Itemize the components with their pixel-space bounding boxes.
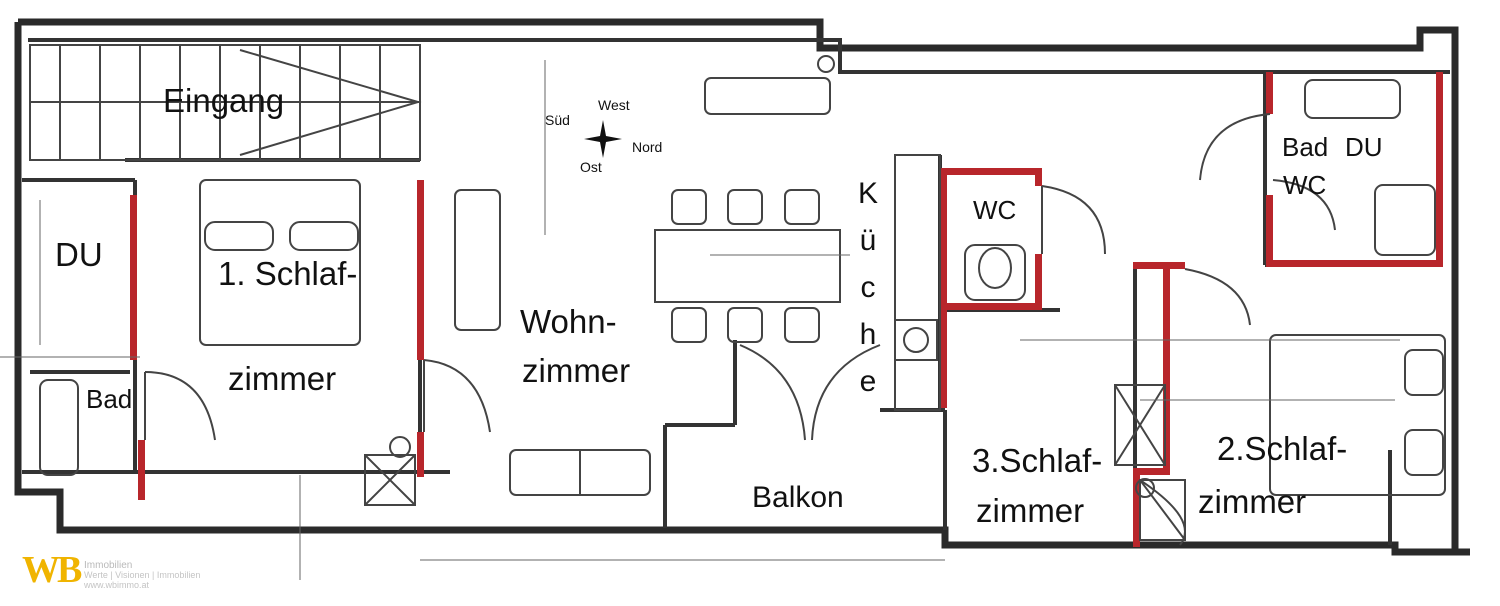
label-du-right: DU — [1345, 132, 1383, 162]
compass-sued: Süd — [545, 112, 570, 128]
compass-west: West — [598, 97, 630, 113]
label-bad-right: Bad — [1282, 132, 1329, 162]
compass-ost: Ost — [580, 159, 602, 175]
label-wc: WC — [973, 195, 1017, 225]
label-schlafzimmer-1-line2: zimmer — [228, 360, 337, 397]
logo-line-3: www.wbimmo.at — [84, 580, 150, 590]
annotation-lines — [0, 60, 1400, 580]
staircase — [29, 44, 422, 161]
logo-line-1: Immobilien — [84, 560, 133, 571]
compass-rose — [584, 120, 622, 158]
label-wohnzimmer-line1: Wohn- — [520, 303, 617, 340]
kueche-letter: K — [857, 177, 878, 210]
logo-line-2: Werte | Visionen | Immobilien — [84, 570, 201, 580]
red-walls — [130, 72, 1443, 547]
label-du-left: DU — [55, 236, 103, 273]
label-schlafzimmer-2-line2: zimmer — [1198, 483, 1307, 520]
label-eingang: Eingang — [163, 82, 285, 119]
label-bad-left: Bad — [86, 384, 133, 414]
company-logo: WB Immobilien Werte | Visionen | Immobil… — [22, 548, 212, 596]
label-schlafzimmer-2-line1: 2.Schlaf- — [1217, 430, 1348, 467]
label-wc-right: WC — [1283, 170, 1327, 200]
logo-mark: WB — [22, 549, 82, 591]
kueche-letter: e — [859, 365, 877, 398]
label-balkon: Balkon — [752, 481, 844, 514]
compass-nord: Nord — [632, 139, 663, 155]
door-swings — [144, 113, 1336, 546]
kueche-letter: c — [860, 271, 876, 304]
label-kueche: K ü c h e — [853, 170, 883, 405]
label-schlafzimmer-3-line2: zimmer — [976, 492, 1085, 529]
furniture — [39, 55, 1446, 541]
label-schlafzimmer-3-line1: 3.Schlaf- — [972, 442, 1103, 479]
kueche-letter: ü — [859, 224, 877, 257]
kueche-letter: h — [859, 318, 877, 351]
label-wohnzimmer-line2: zimmer — [522, 352, 631, 389]
label-schlafzimmer-1-line1: 1. Schlaf- — [218, 255, 358, 292]
